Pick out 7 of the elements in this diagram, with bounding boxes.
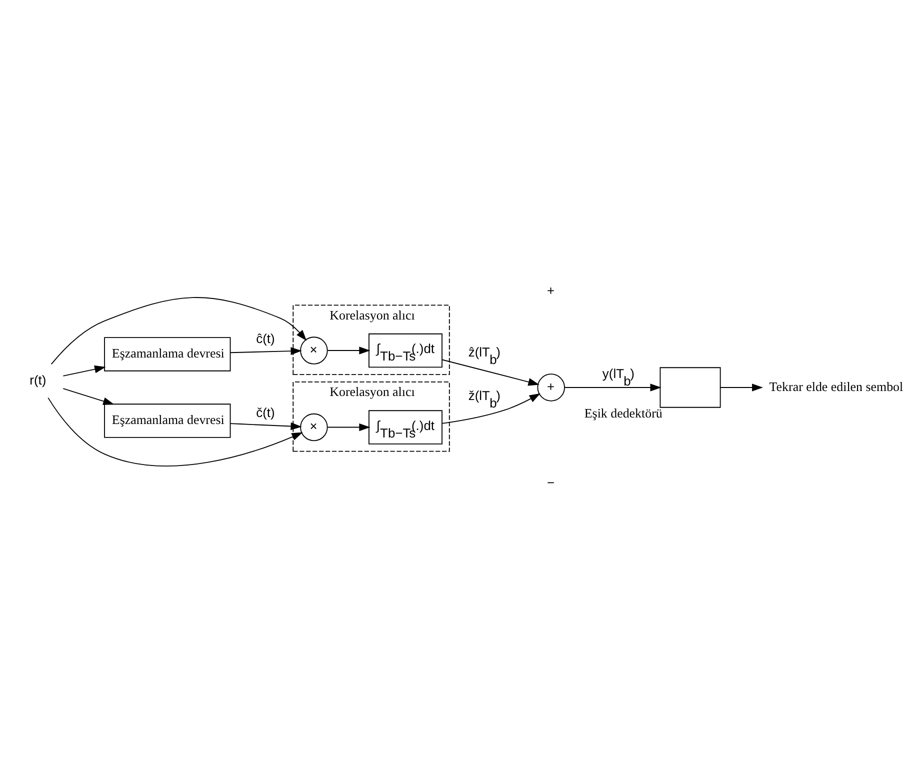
node-text: Tekrar elde edilen sembol <box>769 378 904 394</box>
node-text: r(t) <box>30 372 46 387</box>
label: − <box>546 474 555 490</box>
edge-label: č(t) <box>256 404 275 420</box>
edge-label: ĉ(t) <box>256 330 275 346</box>
label: + <box>546 282 555 298</box>
node-label: Eşik dedektörü <box>584 405 662 420</box>
